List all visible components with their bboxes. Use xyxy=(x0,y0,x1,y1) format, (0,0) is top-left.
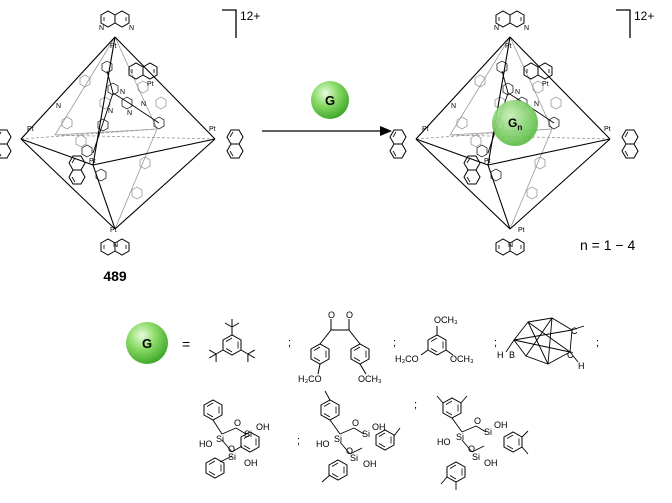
silicon-label: Si xyxy=(484,427,492,437)
n-label: N xyxy=(451,103,456,110)
carbon-label: C xyxy=(567,350,574,360)
silicon-label: Si xyxy=(350,453,358,463)
arrow-head xyxy=(380,126,392,136)
hydroxyl-label: OH xyxy=(256,422,270,432)
hydrogen-label: H xyxy=(497,350,504,360)
oxygen-label: O xyxy=(228,444,235,454)
carbon-label: C xyxy=(571,326,578,336)
pt-top-label: Pt xyxy=(505,43,512,50)
boron-label: B xyxy=(509,350,515,360)
pt-left-label: Pt xyxy=(422,126,429,133)
pt-left-label: Pt xyxy=(27,126,34,133)
hydroxyl-label: HO xyxy=(316,439,330,449)
n-label: N xyxy=(120,89,125,96)
pt-center-label: Pt xyxy=(89,158,96,165)
pt-bottom-label: Pt xyxy=(110,227,117,234)
guest-legend-ball xyxy=(126,322,168,364)
n-label: N xyxy=(515,89,520,96)
separator: ; xyxy=(393,337,396,349)
separator: ; xyxy=(288,337,291,349)
methoxy-label: H₃CO xyxy=(395,354,419,364)
silicon-label: Si xyxy=(228,452,236,462)
silicon-label: Si xyxy=(244,429,252,439)
methoxy-label: OCH₃ xyxy=(434,315,458,325)
silicon-label: Si xyxy=(362,429,370,439)
oxygen-label: O xyxy=(352,418,359,428)
pt-right-label: Pt xyxy=(604,126,611,133)
n-label: N xyxy=(524,25,529,32)
charge-bracket-right xyxy=(616,9,631,38)
guest-symbol: G xyxy=(325,93,335,108)
n-label: N xyxy=(508,242,513,249)
silicon-label: Si xyxy=(456,432,464,442)
oxygen-label: O xyxy=(234,418,241,428)
host-guest-complex: Gn Pt Pt Pt Pt Pt Pt N N N N N N 12+ n =… xyxy=(390,9,654,255)
oxygen-label: O xyxy=(328,310,335,320)
silanol-guests: O Si Si OH HO O Si OH ; O xyxy=(199,390,529,490)
hydroxyl-label: OH xyxy=(363,459,377,469)
charge-label-left: 12+ xyxy=(240,9,260,23)
n-label: N xyxy=(127,110,132,117)
guest-definition: G = ; O O H₃CO OCH₃ xyxy=(126,310,599,384)
hydroxyl-label: HO xyxy=(437,437,451,447)
phenyl-cyclotetrasiloxane: O Si Si OH HO O Si OH xyxy=(199,399,270,479)
silicon-label: Si xyxy=(472,452,480,462)
pt-upper-right-label: Pt xyxy=(147,81,154,88)
n-label: N xyxy=(129,25,134,32)
methoxy-label: H₃CO xyxy=(298,374,322,384)
guest-ball xyxy=(311,81,349,119)
equals-sign: = xyxy=(182,336,190,352)
hydrogen-label: H xyxy=(578,361,585,371)
pt-right-label: Pt xyxy=(209,126,216,133)
n-label: N xyxy=(108,108,113,115)
n-label: N xyxy=(56,103,61,110)
compound-label: 489 xyxy=(103,268,127,284)
xylyl-cyclotetrasiloxane: O Si Si OH HO O Si OH xyxy=(436,395,529,490)
pt-top-label: Pt xyxy=(110,43,117,50)
guest-count-label: n = 1 − 4 xyxy=(580,237,635,253)
separator: ; xyxy=(494,337,497,349)
separator: ; xyxy=(596,337,599,349)
charge-bracket-left xyxy=(222,9,237,38)
n-label: N xyxy=(534,101,539,108)
guest-legend-symbol: G xyxy=(142,336,152,351)
n-label: N xyxy=(494,25,499,32)
oxygen-label: O xyxy=(468,444,475,454)
tolyl-cyclotetrasiloxane: O Si Si OH HO O Si OH xyxy=(316,390,401,483)
pt-upper-right-label: Pt xyxy=(542,81,549,88)
n-label: N xyxy=(99,25,104,32)
oxygen-label: O xyxy=(474,416,481,426)
pt-center-label: Pt xyxy=(484,158,491,165)
silicon-label: Si xyxy=(334,434,342,444)
hydroxyl-label: HO xyxy=(199,439,213,449)
tri-tert-butylbenzene xyxy=(205,318,259,365)
encapsulated-guest xyxy=(492,100,538,146)
silicon-label: Si xyxy=(216,434,224,444)
reaction-arrow-group: G xyxy=(262,81,392,136)
carborane xyxy=(505,317,585,365)
hydroxyl-label: OH xyxy=(244,458,258,468)
trimethoxybenzene: OCH₃ H₃CO OCH₃ xyxy=(395,315,474,364)
n-label: N xyxy=(141,101,146,108)
n-label: N xyxy=(113,242,118,249)
methoxy-label: OCH₃ xyxy=(450,354,474,364)
oxygen-label: O xyxy=(346,310,353,320)
hydroxyl-label: OH xyxy=(484,458,498,468)
separator: ; xyxy=(414,399,417,411)
separator: ; xyxy=(297,435,300,447)
encapsulated-guest-label: Gn xyxy=(508,116,522,132)
hydroxyl-label: OH xyxy=(372,422,386,432)
dimethoxybenzil: O O H₃CO OCH₃ xyxy=(298,310,382,384)
methoxy-label: OCH₃ xyxy=(358,374,382,384)
pt-bottom-label: Pt xyxy=(518,227,525,234)
oxygen-label: O xyxy=(346,446,353,456)
hydroxyl-label: OH xyxy=(494,420,508,430)
charge-label-right: 12+ xyxy=(634,9,654,23)
cage-489: Pt Pt Pt Pt Pt Pt N N N N N N N N 12+ 48… xyxy=(0,9,260,284)
